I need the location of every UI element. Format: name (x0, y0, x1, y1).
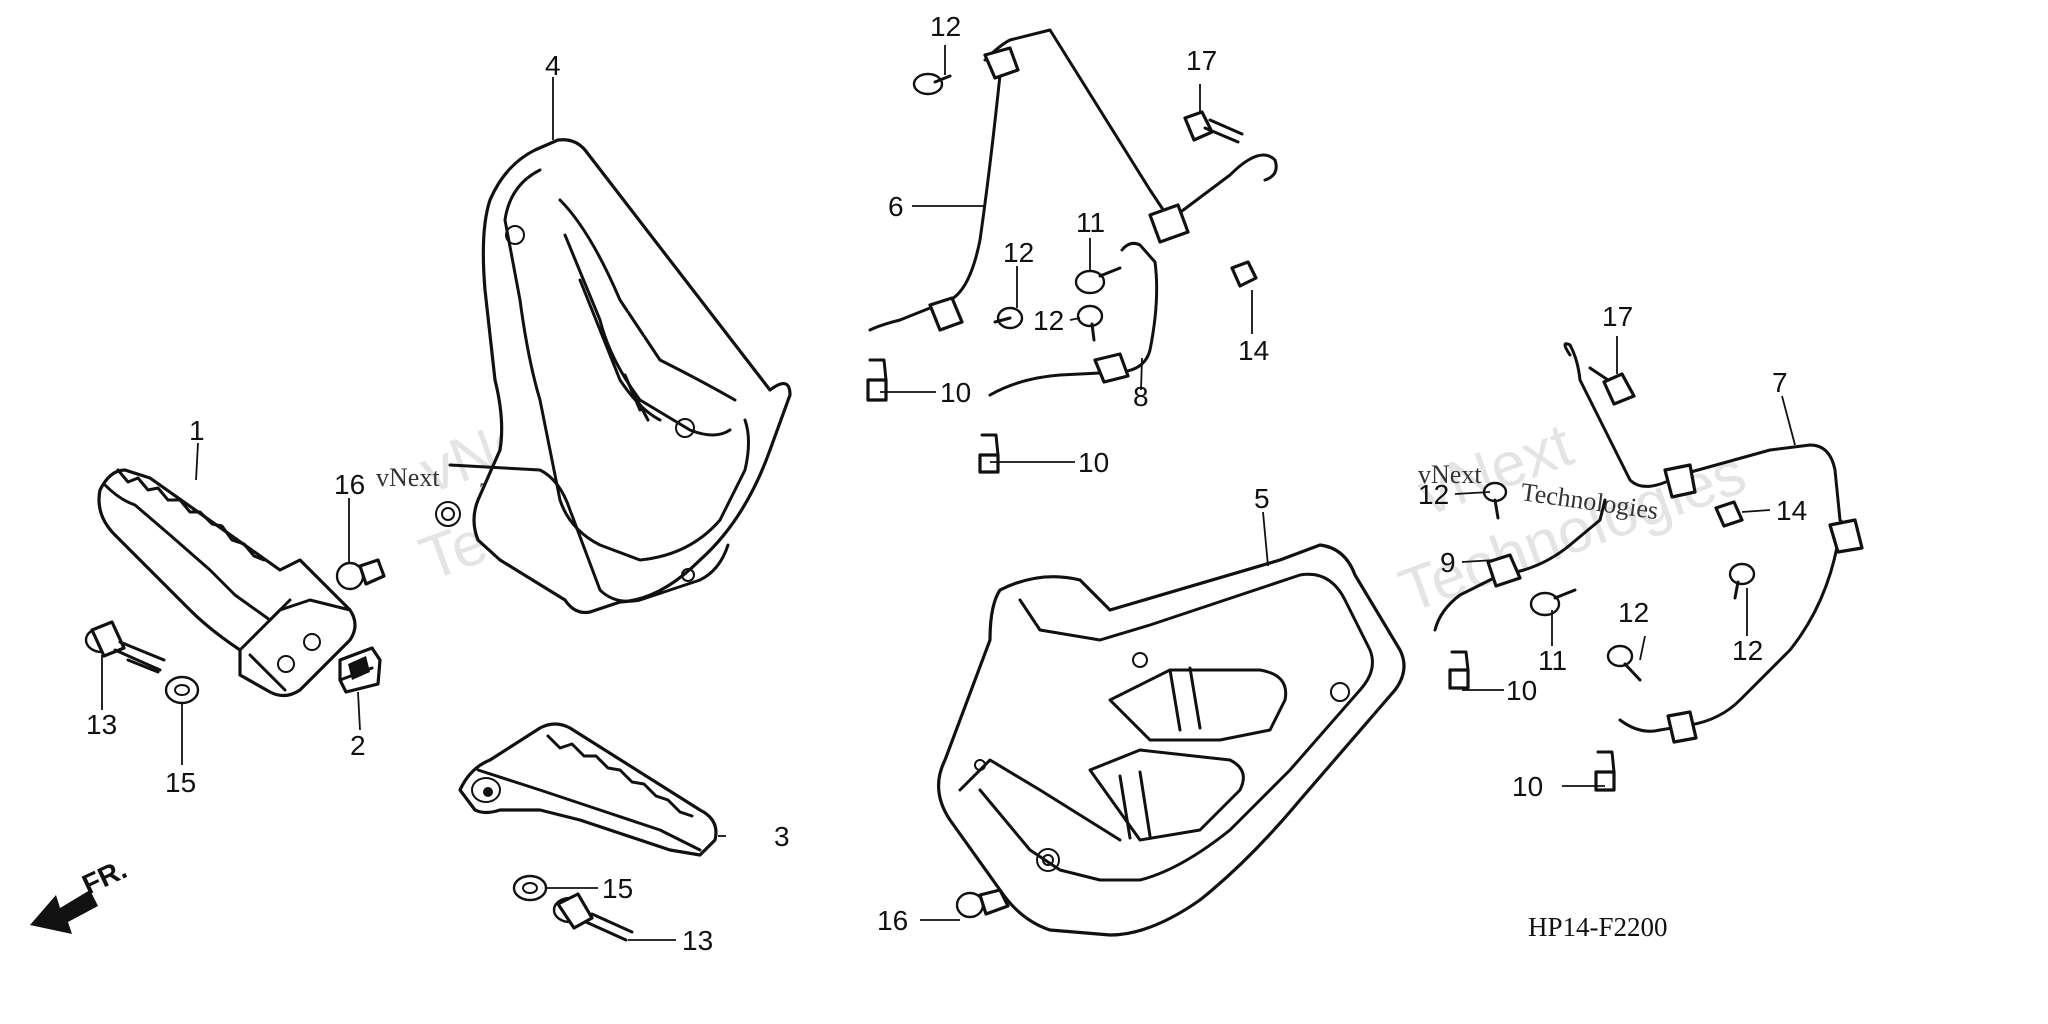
callout-14-a: 14 (1238, 335, 1269, 366)
callout-17-b: 17 (1602, 301, 1633, 332)
part-16-bolt-right (955, 888, 1010, 919)
callout-16-a: 16 (334, 469, 365, 500)
callout-10-c: 10 (1506, 675, 1537, 706)
part-12-screw-f (1606, 644, 1642, 682)
callout-10-b: 10 (1078, 447, 1109, 478)
part-15-washer-left (164, 675, 200, 705)
part-10-bolt-c (1448, 650, 1470, 690)
callout-12-f: 12 (1732, 635, 1763, 666)
callout-12-d: 12 (1418, 479, 1449, 510)
part-14-nut-a (1230, 260, 1258, 288)
callout-1: 1 (189, 415, 205, 446)
part-12-screw-b (993, 306, 1024, 330)
part-4-left-guard (435, 138, 792, 615)
callouts: 1 2 3 4 5 6 7 8 9 10 10 10 10 11 11 12 1… (86, 11, 1807, 956)
callout-13-a: 13 (86, 709, 117, 740)
callout-11-b: 11 (1538, 645, 1567, 676)
part-6-wire-stay (868, 28, 1278, 332)
callout-2: 2 (350, 730, 366, 761)
part-16-bolt-left (335, 558, 386, 591)
part-12-screw-c (1076, 304, 1104, 342)
callout-11-a: 11 (1076, 207, 1105, 238)
callout-10-a: 10 (940, 377, 971, 408)
part-11-screw-b (1529, 588, 1577, 617)
callout-5: 5 (1254, 483, 1270, 514)
callout-14-b: 14 (1776, 495, 1807, 526)
part-12-screw-e (1728, 562, 1756, 600)
part-8-wire-stay (988, 241, 1159, 397)
part-5-right-guard (936, 543, 1406, 937)
part-13-bolt-left (84, 620, 166, 674)
callout-9: 9 (1440, 547, 1456, 578)
callout-16-b: 16 (877, 905, 908, 936)
front-direction-arrow: FR. (30, 853, 131, 934)
callout-8: 8 (1133, 381, 1149, 412)
callout-15-a: 15 (165, 767, 196, 798)
watermark-small-line1: vNext (376, 463, 440, 492)
part-3-right-footpeg (458, 722, 718, 857)
part-1-left-footpeg (97, 468, 357, 698)
part-13-bolt-right (552, 892, 634, 942)
part-7-wire-stay (1563, 342, 1864, 744)
watermark-small-line1-right: vNext (1418, 460, 1482, 489)
part-10-bolt-b (978, 433, 1000, 474)
part-17-bolt-b (1588, 366, 1636, 406)
callout-10-d: 10 (1512, 771, 1543, 802)
callout-12-b: 12 (1003, 237, 1034, 268)
leader-lines (101, 45, 1796, 941)
part-10-bolt-a (866, 358, 888, 402)
callout-4: 4 (545, 50, 561, 81)
part-2-clip (338, 646, 382, 694)
part-9-wire-stay (1433, 498, 1607, 632)
callout-7: 7 (1772, 367, 1788, 398)
part-15-washer-right (512, 874, 548, 902)
callout-13-b: 13 (682, 925, 713, 956)
callout-6: 6 (888, 191, 904, 222)
callout-17-a: 17 (1186, 45, 1217, 76)
callout-12-c: 12 (1033, 305, 1064, 336)
part-17-bolt-a (1183, 110, 1244, 144)
part-12-screw-a (912, 72, 952, 96)
callout-12-a: 12 (930, 11, 961, 42)
part-11-screw-a (1074, 266, 1122, 295)
part-14-nut-b (1714, 500, 1744, 528)
diagram-code: HP14-F2200 (1528, 912, 1668, 942)
callout-15-b: 15 (602, 873, 633, 904)
callout-12-e: 12 (1618, 597, 1649, 628)
callout-3: 3 (774, 821, 790, 852)
part-10-bolt-d (1594, 750, 1616, 792)
